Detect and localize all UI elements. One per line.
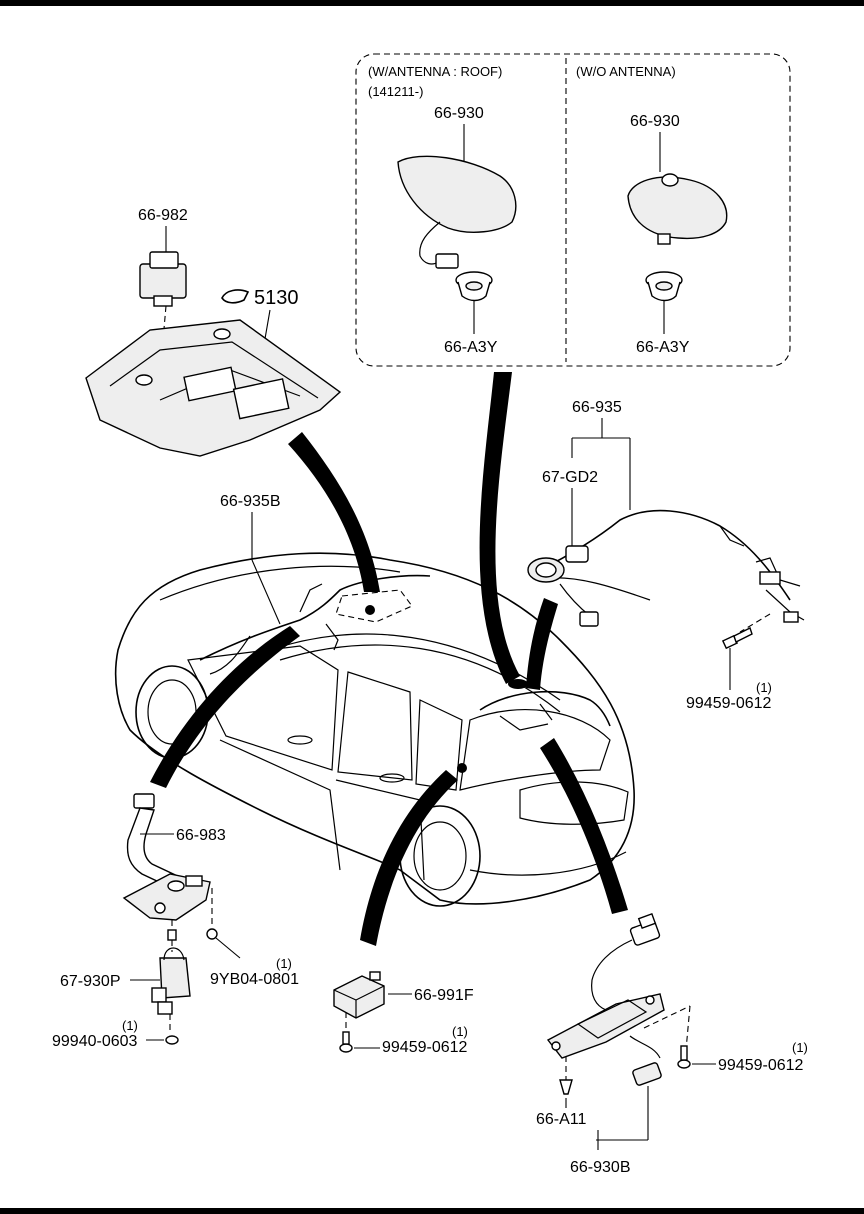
callout-module (360, 770, 458, 946)
inset-left-heading-line1: (W/ANTENNA : ROOF) (368, 64, 502, 79)
bracket-tab (133, 793, 155, 809)
inset-right-heading: (W/O ANTENNA) (576, 64, 676, 79)
amp-connector-bottom (632, 1062, 662, 1086)
reference-icon (221, 289, 250, 304)
rear-bolt (721, 613, 771, 650)
bottom-border (0, 1208, 864, 1214)
antenna-inset: (W/ANTENNA : ROOF) (141211-) (W/O ANTENN… (355, 53, 791, 367)
inset-frame (355, 53, 791, 367)
antenna-connector-left (435, 253, 459, 269)
callout-antenna (479, 372, 520, 684)
inset-left-heading-line2: (141211-) (368, 84, 423, 99)
reference-label: 5130 (254, 287, 299, 309)
screw (206, 928, 218, 940)
inset-right-antenna-label: 66-930 (630, 113, 680, 130)
bracket-label: 66-983 (176, 827, 226, 844)
overhead-console-group: 66-982 5130 (85, 207, 342, 457)
clip-label: 66-A11 (536, 1111, 587, 1128)
module-group: 66-991F (1) 99459-0612 (333, 971, 474, 1056)
antenna-base-grommet-right (645, 271, 683, 302)
callout-rear-harness (526, 598, 558, 690)
bolt-module-qty: (1) (452, 1024, 468, 1039)
inset-right-base-label: 66-A3Y (636, 339, 690, 356)
sensor-label: 67-930P (60, 973, 121, 990)
harness-rear-label: 66-935 (572, 399, 622, 416)
module-bolt (339, 1031, 353, 1053)
callout-bracket (150, 626, 300, 788)
inset-left-antenna-label: 66-930 (434, 105, 484, 122)
antenna-amp (546, 993, 665, 1059)
clip (559, 1079, 573, 1095)
module-label: 66-991F (414, 987, 474, 1004)
bracket-group: 66-983 (1) 9YB04-0801 67-930P (1) 99940-… (52, 793, 299, 1050)
bolt-rear-label: 99459-0612 (686, 695, 772, 712)
nut-qty: (1) (122, 1018, 138, 1033)
antenna-amp-label: 66-930B (570, 1159, 631, 1176)
nut-label: 99940-0603 (52, 1033, 138, 1050)
bolt-amp-label: 99459-0612 (718, 1057, 804, 1074)
room-lamp-switch-label: 66-982 (138, 207, 188, 224)
bolt-module-label: 99459-0612 (382, 1039, 468, 1056)
nut (165, 1035, 179, 1045)
shark-fin-antenna (397, 155, 517, 233)
top-border (0, 0, 864, 6)
rear-harness-group: 66-935 67-GD2 (1) 99459-0612 (527, 399, 805, 712)
bolt-amp-qty: (1) (792, 1040, 808, 1055)
antenna-cover (627, 176, 728, 240)
antenna-amp-group: 66-A11 66-930B (1) 99459-0612 (536, 913, 808, 1176)
antenna-mount-area (335, 589, 413, 623)
harness-roof-label: 66-935B (220, 493, 281, 510)
screw-label: 9YB04-0801 (210, 971, 299, 988)
room-lamp-switch (139, 251, 187, 307)
harness-sub-label: 67-GD2 (542, 469, 598, 486)
antenna-base-grommet-left (455, 271, 493, 302)
amp-bolt (677, 1045, 691, 1069)
screw-qty: (1) (276, 956, 292, 971)
bolt-rear-qty: (1) (756, 680, 772, 695)
callout-console (288, 432, 380, 592)
module (333, 971, 385, 1019)
callout-amp (540, 738, 628, 914)
sensor (151, 947, 191, 1015)
inset-left-base-label: 66-A3Y (444, 339, 498, 356)
